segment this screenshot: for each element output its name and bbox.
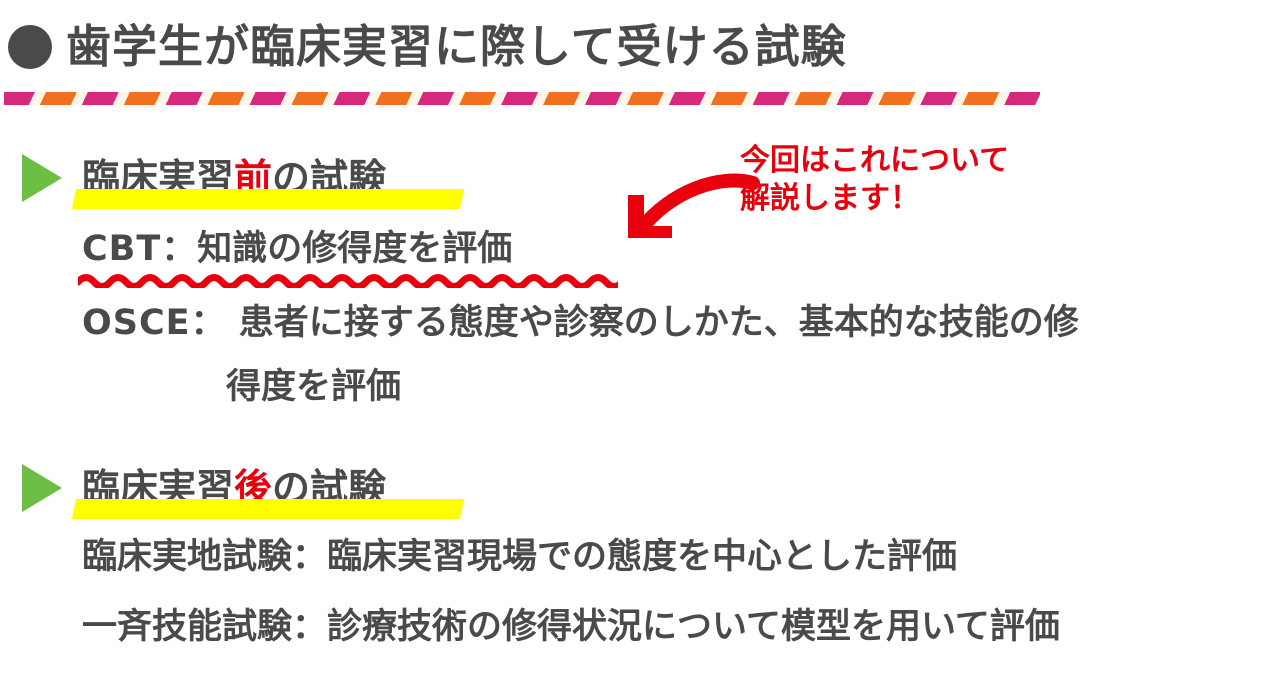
green-triangle-bullet-icon <box>22 154 62 202</box>
yellow-highlight <box>71 499 465 519</box>
item-osce: OSCE： 患者に接する態度や診察のしかた、基本的な技能の修 <box>82 306 1079 341</box>
annotation-line-1: 今回はこれについて <box>740 143 1010 178</box>
decorative-divider <box>4 92 1040 105</box>
item-cbt-text: 知識の修得度を評価 <box>197 229 513 269</box>
green-triangle-bullet-icon <box>22 464 62 512</box>
section-heading-post-clinical: 臨床実習後の試験 <box>0 464 465 519</box>
annotation-callout: 今回はこれについて 解説します！ <box>740 142 1009 219</box>
page-title: 歯学生が臨床実習に際して受ける試験 <box>8 24 847 69</box>
section-heading-pre-clinical: 臨床実習前の試験 <box>0 154 465 209</box>
item-cbt: CBT：知識の修得度を評価 <box>82 232 512 267</box>
item-group-skill-exam: 一斉技能試験：診療技術の修得状況について模型を用いて評価 <box>82 607 1060 647</box>
section-heading-text: 臨床実習前の試験 <box>71 159 465 209</box>
curved-arrow-down-left-icon <box>628 173 760 238</box>
yellow-highlight <box>71 189 465 209</box>
item-osce-label: OSCE： <box>82 303 227 343</box>
page-title-text: 歯学生が臨床実習に際して受ける試験 <box>66 20 847 73</box>
item-cbt-label: CBT： <box>82 229 198 269</box>
section-heading-text: 臨床実習後の試験 <box>71 469 465 519</box>
item-clinical-field-exam: 臨床実地試験：臨床実習現場での態度を中心とした評価 <box>82 537 958 577</box>
bullet-circle-icon <box>8 24 52 69</box>
red-wavy-underline-icon <box>78 274 618 288</box>
item-osce-text: 患者に接する態度や診察のしかた、基本的な技能の修 <box>226 303 1079 343</box>
item-osce-continuation: 得度を評価 <box>226 367 402 407</box>
annotation-line-2: 解説します！ <box>740 181 920 217</box>
